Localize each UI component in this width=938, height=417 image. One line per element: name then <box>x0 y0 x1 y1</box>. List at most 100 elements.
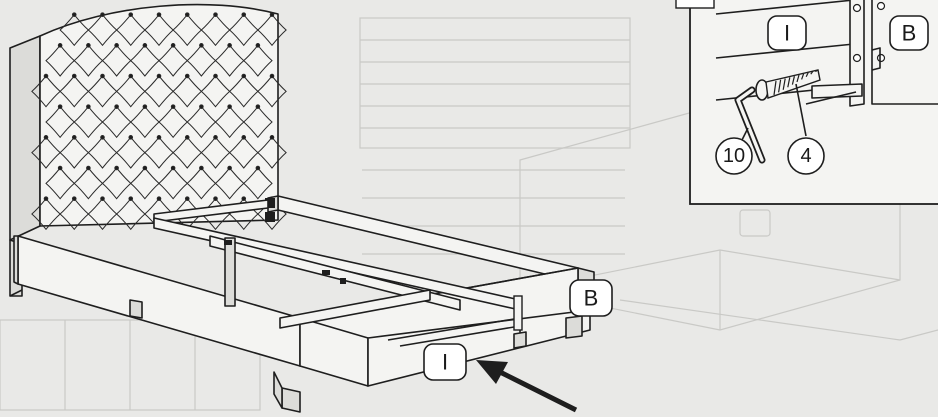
bed-callout-i: I <box>423 343 467 381</box>
tuft-diamond <box>186 44 217 77</box>
tuft-button <box>128 12 134 17</box>
tuft-diamond <box>228 13 259 47</box>
tuft-button <box>227 43 232 48</box>
headboard-side <box>9 35 41 241</box>
tuft-button <box>142 104 148 109</box>
tuft-diamond <box>101 44 132 77</box>
tuft-button <box>86 165 91 171</box>
tuft-button <box>199 43 204 48</box>
tuft-diamond <box>59 75 90 108</box>
tuft-button <box>100 73 105 79</box>
tuft-diamond <box>172 75 203 108</box>
tuft-button <box>71 135 77 140</box>
svg-text:4: 4 <box>800 145 811 167</box>
tuft-diamond <box>73 167 104 200</box>
tuft-diamond <box>45 105 76 139</box>
tuft-button <box>100 196 105 201</box>
svg-text:I: I <box>442 350 448 375</box>
tuft-button <box>57 104 63 109</box>
tuft-button <box>227 165 232 171</box>
tuft-button <box>241 196 247 201</box>
tuft-diamond <box>101 105 132 139</box>
bolt-thread <box>773 80 777 96</box>
bed-callout-b: B <box>569 279 613 317</box>
inset-callout-i: I <box>767 15 807 51</box>
tuft-diamond <box>186 105 217 139</box>
tuft-diamond <box>228 75 259 108</box>
bolt-thread <box>796 74 800 83</box>
tuft-diamond <box>73 44 104 77</box>
tuft-diamond <box>200 136 231 169</box>
tuft-button <box>184 135 190 140</box>
tuft-button <box>86 43 91 48</box>
tuft-diamond <box>87 136 118 169</box>
bolt-thread <box>778 79 782 93</box>
tuft-diamond <box>172 13 203 47</box>
tuft-diamond <box>144 136 174 169</box>
tuft-diamond <box>87 197 118 231</box>
tuft-diamond <box>45 44 76 77</box>
tuft-diamond <box>214 105 245 139</box>
tuft-diamond <box>31 136 61 169</box>
tuft-diamond <box>214 44 245 77</box>
tuft-button <box>156 73 162 79</box>
tuft-button <box>128 196 134 201</box>
tuft-diamond <box>59 13 90 47</box>
tuft-button <box>184 73 190 79</box>
bolt <box>755 69 821 101</box>
tuft-diamond <box>129 44 160 77</box>
tuft-diamond <box>31 75 61 108</box>
tuft-diamond <box>228 136 259 169</box>
detail-inset: I B 10 4 <box>675 0 938 205</box>
svg-text:B: B <box>902 21 917 46</box>
tuft-button <box>213 73 218 79</box>
tuft-button <box>156 135 162 140</box>
headboard <box>39 3 279 227</box>
tuft-diamond <box>115 197 146 231</box>
tuft-button <box>142 165 148 171</box>
tuft-button <box>241 135 247 140</box>
tuft-diamond <box>186 167 217 200</box>
tuft-button <box>71 12 77 17</box>
tuft-diamond <box>257 75 287 108</box>
tuft-diamond <box>257 136 287 169</box>
bolt-thread <box>805 72 809 78</box>
svg-text:I: I <box>784 21 790 46</box>
tuft-diamond <box>242 167 273 200</box>
tuft-diamond <box>73 105 104 139</box>
tuft-button <box>241 12 247 17</box>
tuft-diamond <box>59 197 90 231</box>
tuft-button <box>100 12 105 17</box>
tuft-diamond <box>158 105 189 139</box>
tuft-button <box>170 104 176 109</box>
tuft-button <box>213 12 218 17</box>
tuft-button <box>255 104 261 109</box>
tuft-diamond <box>158 44 189 77</box>
svg-text:10: 10 <box>723 145 745 167</box>
tuft-diamond <box>31 197 61 231</box>
tuft-button <box>86 104 91 109</box>
tuft-diamond <box>115 75 146 108</box>
tuft-button <box>156 196 162 201</box>
tuft-button <box>170 165 176 171</box>
pointer-arrow <box>476 360 578 413</box>
tuft-button <box>269 135 275 140</box>
tuft-diamond <box>129 105 160 139</box>
tuft-diamond <box>115 136 146 169</box>
svg-text:B: B <box>584 286 599 311</box>
bolt-thread <box>787 77 791 88</box>
tuft-button <box>184 12 190 17</box>
tuft-button <box>71 73 77 79</box>
tuft-diamond <box>59 136 90 169</box>
tuft-diamond <box>87 13 118 47</box>
tuft-diamond <box>172 136 203 169</box>
tuft-button <box>71 196 77 201</box>
tuft-button <box>269 12 275 17</box>
slat-front <box>209 235 461 311</box>
tuft-button <box>100 135 105 140</box>
tuft-diamond <box>45 167 76 200</box>
tuft-diamond <box>200 75 231 108</box>
tuft-button <box>199 104 204 109</box>
tuft-button <box>241 73 247 79</box>
tuft-button <box>269 73 275 79</box>
